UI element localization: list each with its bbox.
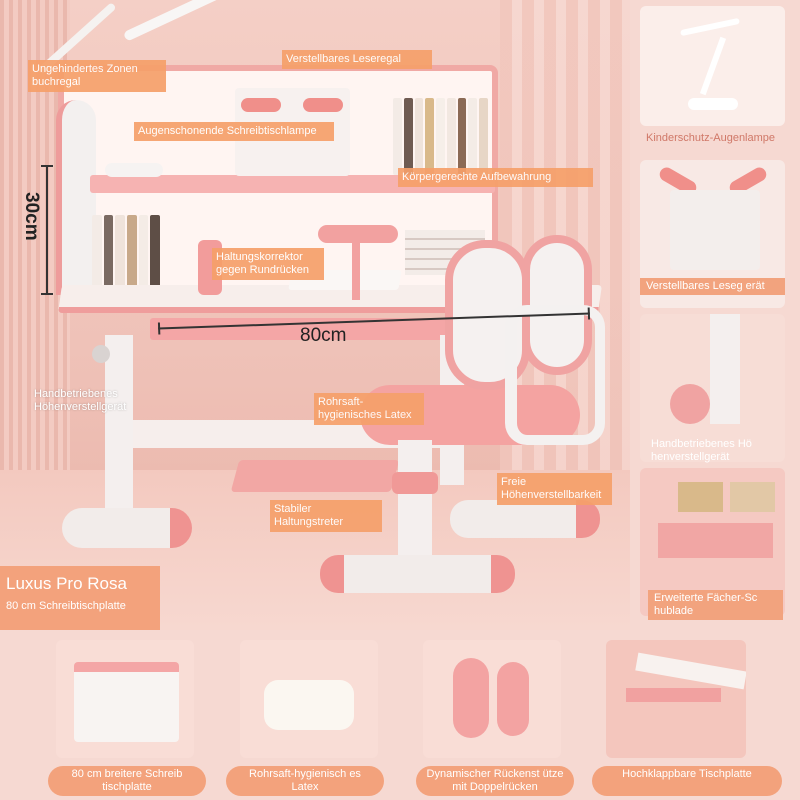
side-caption-lamp: Kinderschutz-Augenlampe (646, 132, 776, 144)
label-height-free: Freie Höhenverstellbarkeit (497, 473, 612, 505)
side-panel-lamp[interactable] (640, 6, 785, 126)
books-lower (92, 215, 161, 290)
hutch-side-panel (56, 100, 96, 295)
tilt-frame-icon (626, 688, 721, 702)
chair-foot-front (320, 555, 515, 593)
lamp-head-icon (680, 17, 740, 37)
desk-lamp-head (122, 0, 223, 42)
desk-leg-left (105, 335, 133, 525)
label-zone-shelf: Ungehindertes Zonen buchregal (28, 60, 166, 92)
side-panel-crank[interactable] (640, 314, 785, 462)
bottom-panel-tilt[interactable] (606, 640, 746, 758)
crank-handle (92, 345, 110, 363)
label-posture: Haltungskorrektor gegen Rundrücken (212, 248, 324, 280)
books-upper (393, 98, 489, 175)
label-eye-lamp: Augenschonende Schreibtischlampe (134, 122, 334, 141)
bottom-caption-tilt: Hochklappbare Tischplatte (592, 766, 782, 796)
main-product-image: 30cm 80cm Ungehindertes Zonen buchregal … (0, 0, 630, 630)
chair-foot-back (450, 500, 600, 538)
bottom-caption-backrest: Dynamischer Rückenst ütze mit Doppelrück… (416, 766, 574, 796)
side-caption-reading-stand: Verstellbares Leseg erät (640, 278, 785, 295)
posture-corrector-bar (318, 225, 398, 243)
reading-stand-clip (241, 98, 281, 112)
bottom-panel-desktop[interactable] (56, 640, 194, 758)
width-dimension-label: 80cm (300, 325, 347, 346)
stand-board-icon (670, 190, 760, 270)
bottom-caption-desktop: 80 cm breitere Schreib tischplatte (48, 766, 206, 796)
reading-stand-clip (303, 98, 343, 112)
tilt-top-icon (635, 652, 746, 690)
label-hand-crank: Handbetriebenes Höhenverstellgerät (34, 388, 127, 413)
height-dimension-line (41, 165, 53, 295)
backrest-left-icon (453, 658, 489, 738)
latex-pad-icon (264, 680, 354, 730)
chair-height-ring (392, 472, 438, 494)
side-caption-crank: Handbetriebenes Hö henverstellgerät (651, 438, 752, 463)
chair-armrest (505, 305, 605, 445)
product-brand-box: Luxus Pro Rosa 80 cm Schreibtischplatte (0, 566, 160, 630)
height-dimension-label: 30cm (21, 192, 42, 241)
desktop-top-icon (74, 662, 179, 742)
label-footrest: Stabiler Haltungstreter (270, 500, 382, 532)
bottom-panel-latex[interactable] (240, 640, 378, 758)
lamp-arm-icon (699, 36, 727, 96)
posture-corrector-rod (352, 240, 360, 300)
crank-knob-icon (670, 384, 710, 424)
chair-post (398, 440, 432, 570)
drawer-tray-icon (658, 523, 773, 558)
desk-lamp-base (105, 163, 163, 177)
label-latex: Rohrsaft-hygienisches Latex (314, 393, 424, 425)
bottom-caption-latex: Rohrsaft-hygienisch es Latex (226, 766, 384, 796)
bottom-panel-backrest[interactable] (423, 640, 561, 758)
desk-drawer (150, 318, 500, 340)
crank-post-icon (710, 314, 740, 424)
label-reading-shelf: Verstellbares Leseregal (282, 50, 432, 69)
backrest-right-icon (497, 662, 529, 736)
lamp-base-icon (688, 98, 738, 110)
desk-foot (62, 508, 192, 548)
label-storage: Körpergerechte Aufbewahrung (398, 168, 593, 187)
drawer-book-icon (730, 482, 775, 512)
drawer-book-icon (678, 482, 723, 512)
product-title: Luxus Pro Rosa (6, 574, 127, 593)
side-caption-drawer: Erweiterte Fächer-Sc hublade (648, 590, 783, 620)
product-subtitle: 80 cm Schreibtischplatte (6, 600, 126, 612)
footrest (230, 460, 400, 492)
hutch-shelf (90, 175, 495, 193)
